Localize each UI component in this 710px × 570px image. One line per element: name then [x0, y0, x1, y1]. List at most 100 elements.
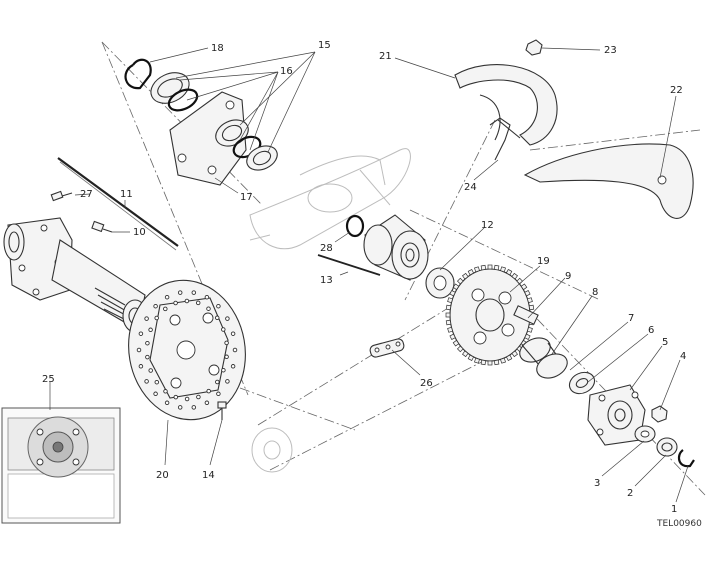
eccentric-hub-part-13 — [363, 214, 429, 281]
sprocket-tooth — [493, 359, 500, 366]
disc-drill-hole — [173, 394, 179, 400]
sprocket-tooth — [480, 264, 487, 271]
disc-drill-hole — [184, 396, 190, 402]
disc-drill-hole — [230, 331, 236, 336]
callout-4: 4 — [680, 351, 686, 362]
callout-15: 15 — [318, 40, 331, 51]
sprocket-tooth — [452, 339, 460, 347]
callout-10: 10 — [133, 227, 146, 238]
disc-drill-hole — [206, 306, 211, 311]
sprocket-tooth — [487, 264, 493, 270]
disc-drill-hole — [206, 388, 211, 394]
sprocket-tooth — [500, 266, 506, 273]
sprocket-tooth — [520, 283, 528, 291]
sprocket-tooth — [524, 290, 531, 297]
sprocket-tooth — [467, 269, 475, 276]
caliper-bracket-part-17 — [169, 91, 247, 186]
sprocket-carrier-part-5 — [587, 384, 646, 446]
bushing-part-8 — [519, 337, 568, 379]
sprocket-tooth — [462, 350, 469, 358]
disc-drill-hole — [184, 298, 190, 304]
bearing-part-7 — [568, 371, 596, 395]
callout-20: 20 — [156, 470, 169, 481]
sprocket-tooth — [445, 319, 452, 326]
circlip-part-1 — [677, 449, 695, 468]
callout-11: 11 — [120, 189, 133, 200]
disc-drill-hole — [154, 315, 159, 321]
callout-27: 27 — [80, 189, 93, 200]
disc-drill-hole — [163, 389, 168, 394]
sprocket-tooth — [456, 277, 464, 285]
sprocket-tooth — [500, 357, 506, 364]
sprocket-tooth — [445, 312, 451, 318]
disc-drill-hole — [145, 340, 150, 346]
callout-18: 18 — [211, 43, 224, 54]
disc-drill-hole — [221, 367, 226, 373]
clip-part-24 — [489, 117, 521, 161]
sprocket-tooth — [511, 272, 518, 280]
callout-3: 3 — [594, 478, 600, 489]
circlip-part-18 — [124, 58, 152, 90]
callout-13: 13 — [320, 275, 333, 286]
mudguard-part-22 — [523, 143, 694, 219]
front-sprocket — [251, 427, 293, 473]
disc-drill-hole — [224, 340, 229, 346]
disc-drill-hole — [164, 400, 170, 406]
disc-drill-hole — [148, 368, 153, 373]
disc-drill-hole — [225, 316, 230, 321]
rear-hub-axle — [3, 217, 148, 333]
sprocket-tooth — [480, 359, 487, 366]
swingarm-ghost-outline — [249, 148, 411, 250]
rod-part-13 — [317, 254, 381, 276]
disc-drill-hole — [204, 400, 210, 406]
callout-17: 17 — [240, 192, 253, 203]
sprocket-tooth — [456, 345, 464, 353]
washer-part-3 — [634, 425, 656, 443]
disc-drill-hole — [191, 290, 197, 295]
sprocket-tooth — [474, 357, 480, 364]
disc-drill-hole — [136, 347, 142, 353]
sprocket-tooth — [474, 266, 480, 273]
sprocket-tooth — [462, 272, 469, 280]
disc-drill-hole — [204, 294, 210, 300]
callout-22: 22 — [670, 85, 683, 96]
bolt-part-23 — [525, 39, 543, 56]
chain-guard-part-21 — [454, 64, 558, 146]
spacer-part-12 — [425, 267, 455, 299]
disc-drill-hole — [216, 303, 221, 309]
callout-8: 8 — [592, 287, 598, 298]
disc-drill-hole — [177, 290, 183, 295]
disc-drill-hole — [230, 364, 236, 369]
sprocket-tooth — [447, 297, 454, 304]
sprocket-tooth — [487, 360, 493, 366]
nut-part-2 — [656, 437, 678, 457]
callout-14: 14 — [202, 470, 215, 481]
callout-7: 7 — [628, 313, 634, 324]
brake-disc-part-20 — [128, 279, 246, 421]
sprocket-tooth — [467, 354, 475, 361]
disc-drill-hole — [221, 327, 226, 332]
disc-drill-hole — [163, 306, 168, 312]
disc-drill-hole — [154, 379, 160, 385]
disc-drill-hole — [232, 347, 238, 353]
sprocket-tooth — [526, 297, 533, 304]
spacer-ring-part-15c — [246, 145, 278, 171]
disc-drill-hole — [177, 405, 183, 410]
disc-drill-hole — [153, 391, 158, 397]
callout-16: 16 — [280, 66, 293, 77]
callout-26: 26 — [420, 378, 433, 389]
disc-drill-hole — [138, 331, 144, 336]
sprocket-tooth — [511, 350, 518, 358]
disc-drill-hole — [216, 391, 221, 397]
callout-2: 2 — [627, 488, 633, 499]
disc-drill-hole — [191, 405, 197, 410]
inset-detail-part-25 — [1, 407, 121, 524]
pin-part-9 — [513, 305, 539, 325]
callout-24: 24 — [464, 182, 477, 193]
screw-part-10 — [91, 220, 113, 233]
callout-leader-lines — [49, 47, 689, 503]
sprocket-tooth — [528, 304, 535, 311]
chain-link-part-26 — [369, 338, 405, 358]
